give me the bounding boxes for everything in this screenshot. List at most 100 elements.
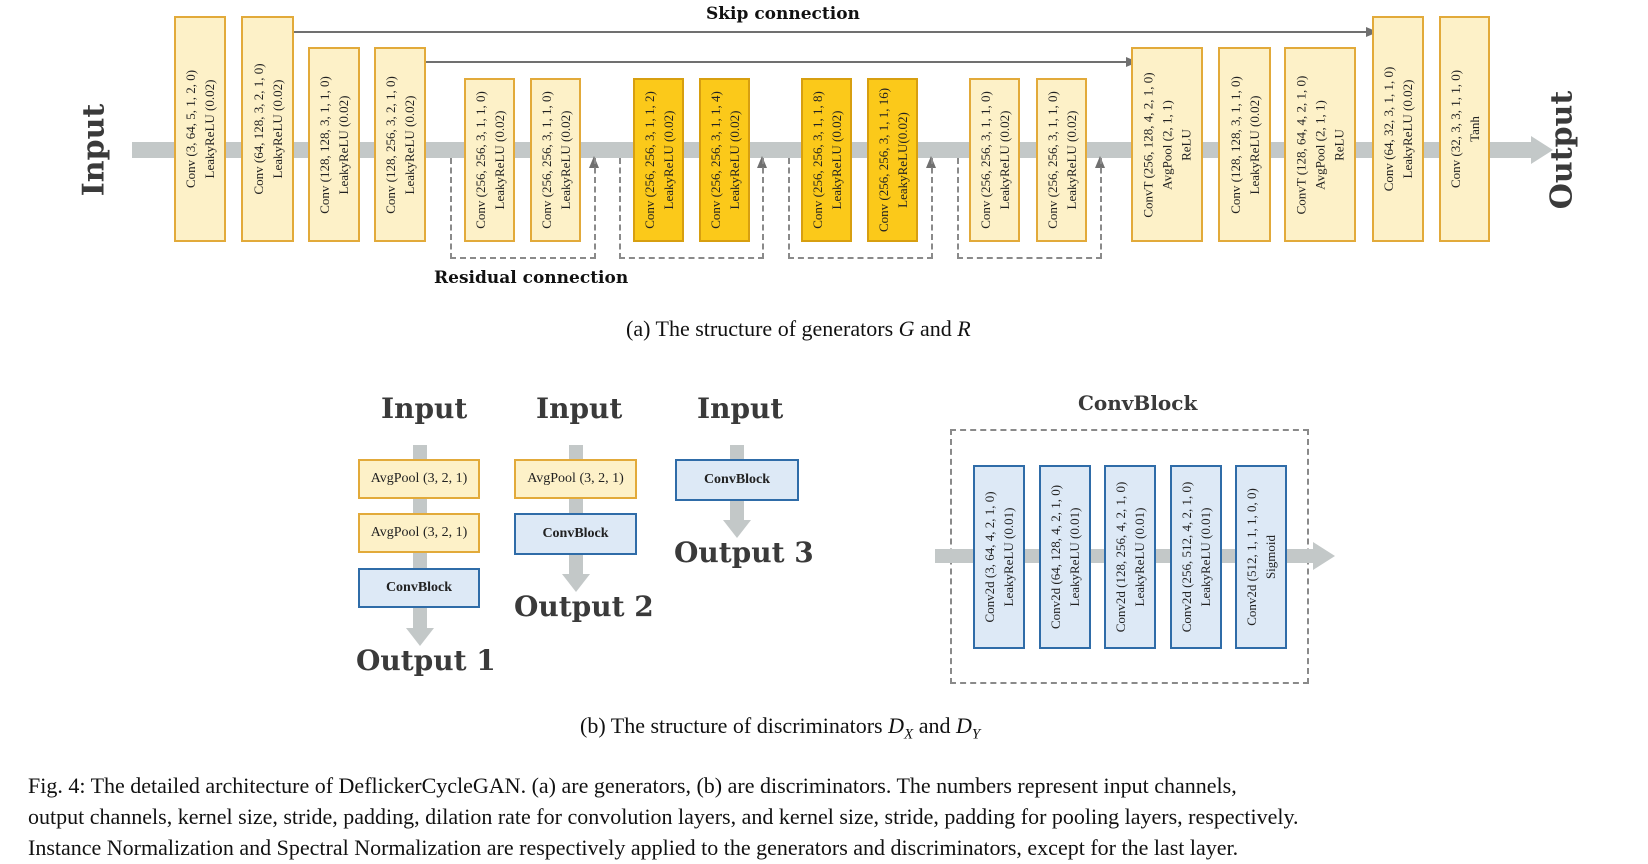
disc1-input-label: Input [381, 392, 468, 425]
generator-block: Conv (128, 256, 3, 2, 1, 0) LeakyReLU (0.… [374, 47, 426, 242]
generator-caption-R: R [957, 316, 971, 341]
generator-block-line: Conv (32, 3, 3, 1, 1, 0) [1447, 69, 1463, 189]
disc1-convblock-label: ConvBlock [385, 580, 453, 595]
disc3-arrowhead [723, 520, 751, 538]
generator-block: Conv (256, 256, 3, 1, 1, 0)LeakyReLU (0.… [1036, 78, 1087, 242]
residual-loop [619, 158, 764, 259]
generator-block-text: Conv (128, 128, 3, 1, 1, 0)LeakyReLU (0.… [1226, 76, 1264, 214]
convblock-arrowhead [1313, 542, 1335, 570]
generator-block-text: Conv (3, 64, 5, 1, 2, 0)LeakyReLU (0.02) [181, 70, 219, 188]
generator-block-text: Conv (256, 256, 3, 1, 1, 4)LeakyReLU (0.… [706, 91, 744, 229]
generator-block-line: LeakyReLU (0.02) [557, 110, 573, 210]
generator-block-line: LeakyReLU(0.02) [894, 112, 910, 208]
generator-block: Conv (256, 256, 3, 1, 1, 0)LeakyReLU (0.… [464, 78, 515, 242]
disc1-avgpool-2-label: AvgPool (3, 2, 1) [370, 525, 468, 540]
disc2-output-label: Output 2 [514, 590, 654, 623]
generator-block-line: LeakyReLU (0.02) [660, 110, 676, 210]
figure-caption-line: Instance Normalization and Spectral Norm… [28, 835, 1239, 860]
convblock-layer-line: Sigmoid [1263, 534, 1278, 580]
generator-block-line: Conv (128, 256, 3, 2, 1, 0) [383, 75, 398, 214]
disc1-output-label: Output 1 [356, 644, 496, 677]
generator-block-line: Conv (128, 128, 3, 1, 1, 0) [317, 75, 332, 214]
disc2-convblock-label: ConvBlock [542, 526, 609, 541]
residual-loop [957, 158, 1102, 259]
disc3-convblock: ConvBlock [675, 459, 799, 501]
generator-block-text: ConvT (128, 64, 4, 2, 1, 0)AvgPool (2, 1… [1292, 75, 1349, 214]
generator-block-line: LeakyReLU (0.02) [336, 95, 351, 194]
discriminator-caption-Y: Y [971, 726, 981, 743]
generator-block-line: Conv (256, 256, 3, 1, 1, 8) [809, 91, 825, 229]
discriminator-caption-D2: D [955, 713, 972, 738]
generator-block-line: LeakyReLU (0.02) [402, 95, 417, 194]
generator-block-text: Conv (256, 256, 3, 1, 1, 0)LeakyReLU (0.… [1043, 91, 1081, 229]
convblock-layer-text: Conv2d (512, 1, 1, 1, 0, 0) Sigmoid [1242, 488, 1280, 626]
generator-block-text: Conv (256, 256, 3, 1, 1, 0)LeakyReLU (0.… [976, 91, 1014, 229]
skip-connection-label: Skip connection [706, 4, 860, 24]
convblock-layer-line: Conv2d (3, 64, 4, 2, 1, 0) [982, 491, 997, 623]
generator-block-line: Conv (256, 256, 3, 1, 1, 0) [1044, 91, 1060, 229]
discriminator-caption: (b) The structure of discriminators DX a… [580, 713, 980, 743]
disc1-arrowhead [406, 628, 434, 646]
generator-block-line: Conv (256, 256, 3, 1, 1, 2) [641, 91, 657, 229]
generator-block-line: AvgPool (2, 1, 1) [1312, 99, 1328, 190]
generator-block-line: LeakyReLU (0.02) [726, 110, 742, 210]
figure-caption-line: output channels, kernel size, stride, pa… [28, 804, 1299, 829]
generator-block-line: LeakyReLU (0.02) [1246, 95, 1262, 194]
generator-block: Conv (32, 3, 3, 1, 1, 0)Tanh [1439, 16, 1490, 242]
disc2-input-label: Input [536, 392, 623, 425]
generator-block-text: Conv (128, 128, 3, 1, 1, 0) LeakyReLU (0.… [315, 76, 353, 214]
disc2-arrowhead [562, 574, 590, 592]
disc1-convblock: ConvBlock [358, 568, 480, 608]
generator-block: Conv (64, 32, 3, 1, 1, 0) LeakyReLU (0.02… [1372, 16, 1424, 242]
generator-block-line: LeakyReLU (0.02) [996, 110, 1012, 210]
generator-block-line: Conv (256, 256, 3, 1, 1, 16) [875, 87, 891, 233]
convblock-layer: Conv2d (256, 512, 4, 2, 1, 0) LeakyReLU (… [1170, 465, 1222, 649]
generator-block-line: LeakyReLU (0.02) [202, 79, 217, 179]
generator-caption: (a) The structure of generators G and R [626, 316, 971, 342]
generator-caption-G: G [898, 316, 915, 341]
generator-block-line: Conv (256, 256, 3, 1, 1, 4) [707, 91, 723, 229]
disc3-convblock-label: ConvBlock [703, 472, 771, 487]
generator-block-text: Conv (256, 256, 3, 1, 1, 2)LeakyReLU (0.… [640, 91, 678, 229]
disc1-avgpool-2: AvgPool (3, 2, 1) [358, 513, 480, 553]
convblock-layer-line: LeakyReLU (0.01) [1198, 507, 1213, 607]
generator-block-line: ReLU [1178, 128, 1194, 161]
convblock-layer-text: Conv2d (256, 512, 4, 2, 1, 0) LeakyReLU (… [1177, 482, 1215, 633]
generator-block: Conv (64, 128, 3, 2, 1, 0)LeakyReLU (0.0… [241, 16, 294, 242]
generator-main-arrowhead [1531, 136, 1553, 164]
generator-block-line: Conv (64, 32, 3, 1, 1, 0) [1381, 66, 1396, 192]
generator-block: Conv (256, 256, 3, 1, 1, 8)LeakyReLU (0.… [801, 78, 852, 242]
generator-block: Conv (256, 256, 3, 1, 1, 4)LeakyReLU (0.… [699, 78, 750, 242]
generator-block: ConvT (128, 64, 4, 2, 1, 0)AvgPool (2, 1… [1284, 47, 1356, 242]
generator-block-text: Conv (64, 128, 3, 2, 1, 0)LeakyReLU (0.0… [249, 63, 287, 194]
discriminator-caption-X: X [904, 726, 914, 743]
generator-block: Conv (256, 256, 3, 1, 1, 2)LeakyReLU (0.… [633, 78, 684, 242]
generator-block-text: Conv (256, 256, 3, 1, 1, 0)LeakyReLU (0.… [471, 91, 509, 229]
generator-block-line: Conv (256, 256, 3, 1, 1, 0) [472, 91, 488, 229]
generator-block-text: Conv (256, 256, 3, 1, 1, 0)LeakyReLU (0.… [537, 91, 575, 229]
generator-block-line: LeakyReLU (0.02) [269, 79, 285, 179]
generator-block-line: Conv (256, 256, 3, 1, 1, 0) [977, 91, 993, 229]
convblock-layer-line: Conv2d (512, 1, 1, 1, 0, 0) [1244, 488, 1259, 626]
generator-block: Conv (128, 128, 3, 1, 1, 0) LeakyReLU (0.… [308, 47, 360, 242]
discriminator-caption-and: and [913, 713, 956, 738]
convblock-layer: Conv2d (64, 128, 4, 2, 1, 0)LeakyReLU (0… [1039, 465, 1091, 649]
convblock-layer-line: Conv2d (256, 512, 4, 2, 1, 0) [1179, 481, 1194, 633]
generator-block-line: LeakyReLU (0.02) [1400, 79, 1415, 179]
convblock-layer-text: Conv2d (3, 64, 4, 2, 1, 0)LeakyReLU (0.0… [980, 491, 1018, 622]
figure-caption-line: Fig. 4: The detailed architecture of Def… [28, 773, 1237, 798]
discriminator-caption-prefix: (b) The structure of discriminators [580, 713, 889, 738]
residual-connection-label: Residual connection [434, 268, 629, 288]
generator-caption-and: and [914, 316, 958, 341]
convblock-layer-line: Conv2d (128, 256, 4, 2, 1, 0) [1113, 481, 1128, 633]
disc2-avgpool-label: AvgPool (3, 2, 1) [527, 471, 624, 486]
discriminator-caption-D1: D [888, 713, 905, 738]
generator-block-text: Conv (128, 256, 3, 2, 1, 0) LeakyReLU (0.… [381, 76, 419, 214]
generator-block: Conv (3, 64, 5, 1, 2, 0)LeakyReLU (0.02) [174, 16, 226, 242]
generator-block-line: Conv (64, 128, 3, 2, 1, 0) [250, 63, 266, 195]
residual-loop [450, 158, 596, 259]
generator-block: ConvT (256, 128, 4, 2, 1, 0)AvgPool (2, … [1131, 47, 1203, 242]
generator-block-text: Conv (64, 32, 3, 1, 1, 0) LeakyReLU (0.02… [1379, 67, 1417, 192]
disc2-convblock: ConvBlock [514, 513, 637, 555]
